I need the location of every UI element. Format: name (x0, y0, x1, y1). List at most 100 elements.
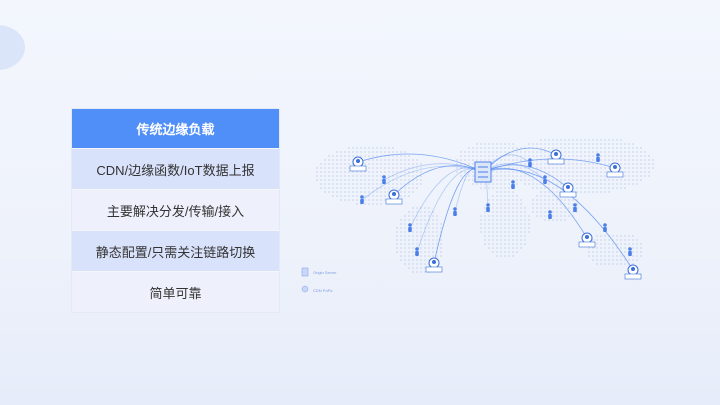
map-dot (408, 179, 410, 181)
map-dot (360, 183, 362, 185)
map-dot (584, 143, 586, 145)
map-dot (472, 159, 474, 161)
map-dot (604, 255, 606, 257)
map-dot (612, 247, 614, 249)
map-dot (320, 171, 322, 173)
map-dot (340, 163, 342, 165)
map-dot (436, 219, 438, 221)
map-dot (364, 147, 366, 149)
map-dot (572, 171, 574, 173)
map-dot (556, 147, 558, 149)
map-dot (404, 163, 406, 165)
map-dot (480, 227, 482, 229)
map-dot (552, 171, 554, 173)
map-dot (500, 159, 502, 161)
map-dot (404, 191, 406, 193)
map-dot (580, 147, 582, 149)
map-dot (460, 159, 462, 161)
map-dot (396, 227, 398, 229)
map-dot (552, 203, 554, 205)
map-dot (508, 143, 510, 145)
map-dot (332, 191, 334, 193)
map-dot (652, 159, 654, 161)
map-dot (372, 199, 374, 201)
map-dot (492, 159, 494, 161)
map-dot (384, 163, 386, 165)
map-dot (532, 203, 534, 205)
map-dot (512, 235, 514, 237)
map-dot (492, 155, 494, 157)
map-dot (400, 155, 402, 157)
map-dot (508, 175, 510, 177)
map-dot (536, 207, 538, 209)
map-dot (564, 199, 566, 201)
map-dot (356, 199, 358, 201)
map-dot (528, 231, 530, 233)
map-dot (496, 191, 498, 193)
map-dot (484, 187, 486, 189)
map-dot (640, 179, 642, 181)
map-dot (360, 179, 362, 181)
map-dot (592, 159, 594, 161)
map-dot (404, 231, 406, 233)
map-dot (416, 219, 418, 221)
map-dot (420, 167, 422, 169)
map-dot (636, 247, 638, 249)
map-dot (588, 163, 590, 165)
map-dot (376, 179, 378, 181)
map-dot (376, 199, 378, 201)
map-dot (404, 215, 406, 217)
map-dot (620, 247, 622, 249)
map-dot (612, 143, 614, 145)
map-dot (424, 251, 426, 253)
map-dot (604, 191, 606, 193)
map-dot (516, 223, 518, 225)
map-dot (520, 215, 522, 217)
map-dot (520, 175, 522, 177)
user-icon (528, 158, 532, 167)
map-dot (580, 151, 582, 153)
map-dot (600, 191, 602, 193)
map-dot (340, 187, 342, 189)
map-dot (552, 139, 554, 141)
map-dot (404, 235, 406, 237)
map-dot (524, 179, 526, 181)
map-dot (468, 175, 470, 177)
map-dot (516, 251, 518, 253)
map-dot (612, 255, 614, 257)
map-dot (576, 167, 578, 169)
map-dot (512, 195, 514, 197)
map-dot (360, 191, 362, 193)
map-dot (596, 187, 598, 189)
map-dot (624, 187, 626, 189)
map-dot (344, 167, 346, 169)
map-dot (336, 155, 338, 157)
map-dot (432, 211, 434, 213)
map-dot (496, 199, 498, 201)
map-dot (368, 203, 370, 205)
map-dot (340, 151, 342, 153)
map-dot (624, 243, 626, 245)
map-dot (400, 247, 402, 249)
map-dot (496, 247, 498, 249)
map-dot (520, 239, 522, 241)
map-dot (380, 167, 382, 169)
map-dot (540, 147, 542, 149)
map-dot (380, 151, 382, 153)
map-dot (516, 215, 518, 217)
map-dot (488, 215, 490, 217)
map-dot (604, 147, 606, 149)
map-dot (500, 179, 502, 181)
map-dot (424, 263, 426, 265)
user-icon (596, 153, 600, 162)
map-dot (516, 167, 518, 169)
map-dot (544, 199, 546, 201)
map-dot (588, 183, 590, 185)
map-dot (508, 243, 510, 245)
map-dot (504, 143, 506, 145)
map-dot (584, 159, 586, 161)
map-dot (628, 243, 630, 245)
map-dot (516, 147, 518, 149)
map-dot (608, 163, 610, 165)
legend-pops: CDN PoPs (313, 288, 332, 293)
